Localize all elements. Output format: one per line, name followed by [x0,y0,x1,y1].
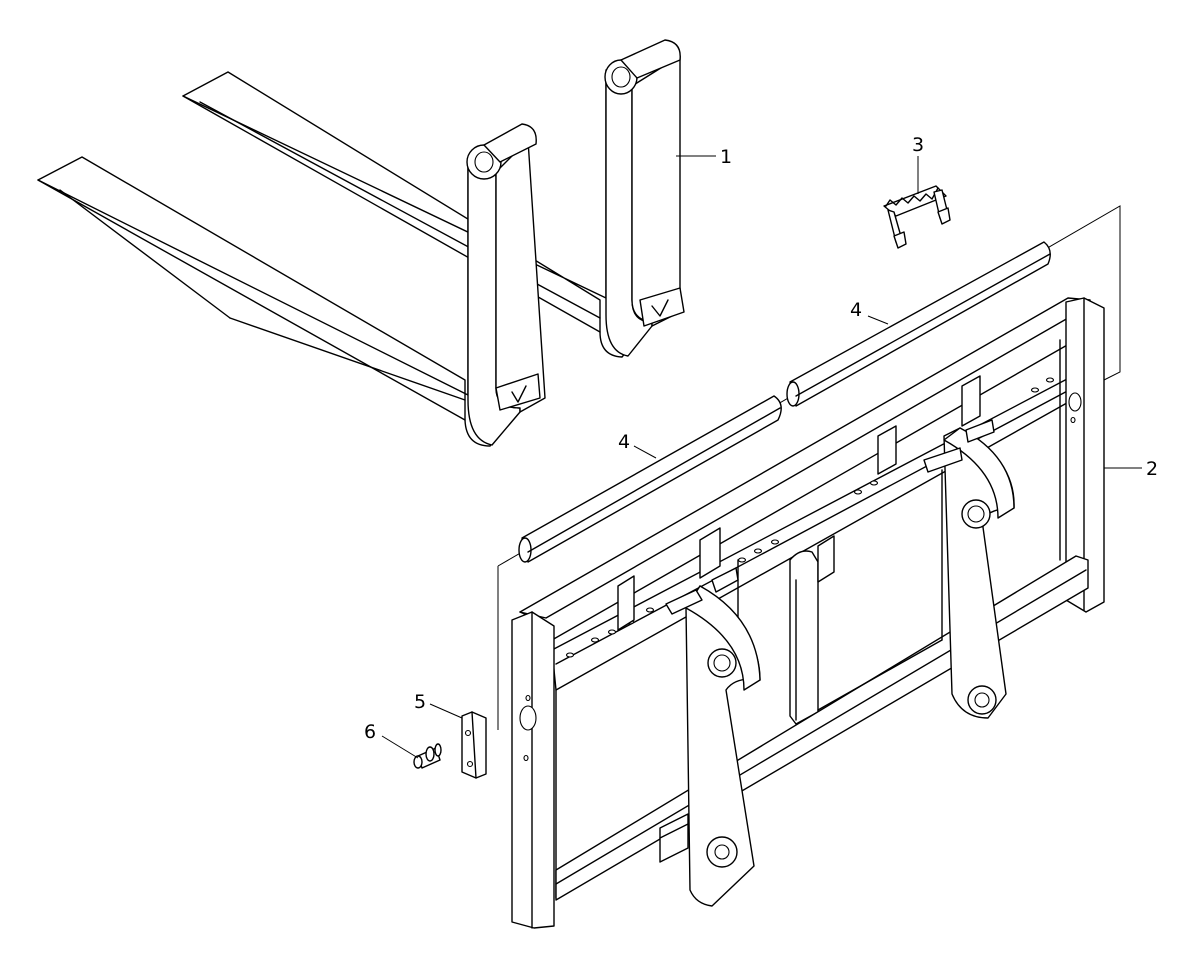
callout-6: 6 [364,721,376,743]
fork-pair [37,39,685,447]
retainer-plate [461,711,487,779]
left-hook-arm [659,567,761,907]
callout-1: 1 [720,146,732,168]
shaft-pair [518,241,1051,563]
callout-4-front-shaft: 4 [618,431,630,453]
callout-labels: 1 2 3 4 4 5 6 [364,134,1158,743]
callout-2: 2 [1146,458,1158,480]
shaft-front [518,395,782,563]
fork-back [182,39,685,358]
right-hook-arm [923,419,1015,719]
carriage-frame [497,205,1121,929]
fork-front [37,123,546,447]
lock-clip [883,185,951,249]
callout-4-rear-shaft: 4 [850,299,862,321]
callout-leaders [381,155,1142,759]
callout-5: 5 [414,691,426,713]
callout-3: 3 [912,134,924,156]
bolt [413,743,442,769]
shaft-rear [786,241,1051,407]
